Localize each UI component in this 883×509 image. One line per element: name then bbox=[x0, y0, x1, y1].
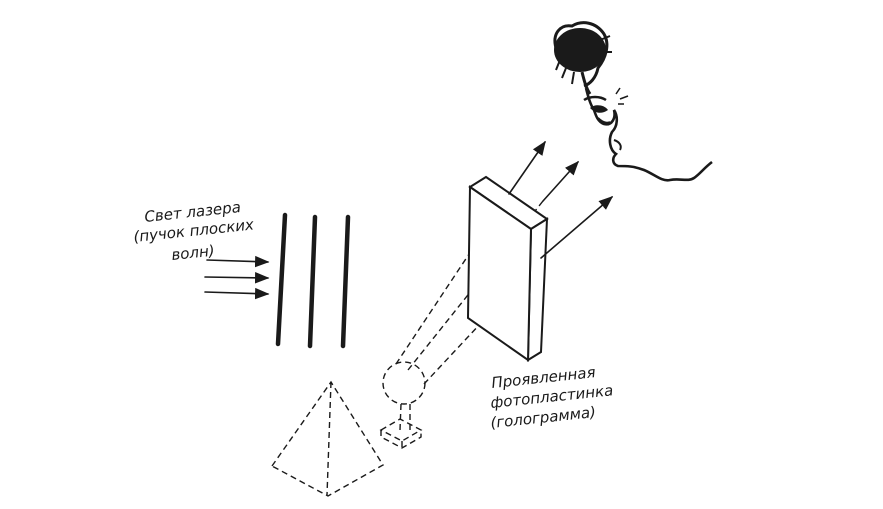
observer-gaze-marks bbox=[615, 87, 629, 105]
wavefront-3 bbox=[340, 214, 351, 349]
outgoing-arrow-3 bbox=[540, 196, 614, 259]
incoming-arrow-2 bbox=[204, 272, 270, 284]
laser-label-line3: волн) bbox=[171, 242, 216, 264]
observer-hair bbox=[553, 21, 612, 95]
virtual-sphere bbox=[382, 361, 426, 405]
pyramid-outline bbox=[271, 380, 384, 497]
incoming-arrow-3 bbox=[204, 287, 270, 300]
virtual-pyramid-object bbox=[271, 380, 384, 497]
plate-label: Проявленная фотопластинка (голограмма) bbox=[490, 363, 615, 432]
outgoing-arrow-2 bbox=[542, 160, 579, 202]
sphere-stand-left bbox=[399, 403, 402, 431]
wavefront-1 bbox=[275, 212, 288, 347]
sphere-base-side bbox=[380, 430, 422, 449]
observer-profile bbox=[584, 87, 713, 182]
incoming-arrow-1 bbox=[206, 255, 270, 268]
laser-label: Свет лазера (пучок плоских волн) bbox=[133, 198, 255, 264]
plate-front-face bbox=[466, 185, 533, 362]
wavefront-2 bbox=[307, 214, 318, 349]
observer-nose bbox=[597, 117, 611, 124]
arrow-up-right-icon bbox=[508, 140, 614, 259]
outgoing-arrow-1 bbox=[508, 140, 546, 195]
virtual-sphere-object bbox=[379, 361, 426, 449]
observer-face-icon bbox=[553, 21, 713, 182]
sphere-base-top bbox=[379, 418, 423, 442]
pyramid-front-edge bbox=[326, 381, 332, 496]
photographic-plate bbox=[466, 175, 549, 362]
observer-mouth bbox=[613, 139, 622, 151]
arrow-right-icon bbox=[204, 255, 270, 300]
observer-eyebrow bbox=[583, 95, 607, 102]
wavefront-lines bbox=[275, 212, 351, 349]
